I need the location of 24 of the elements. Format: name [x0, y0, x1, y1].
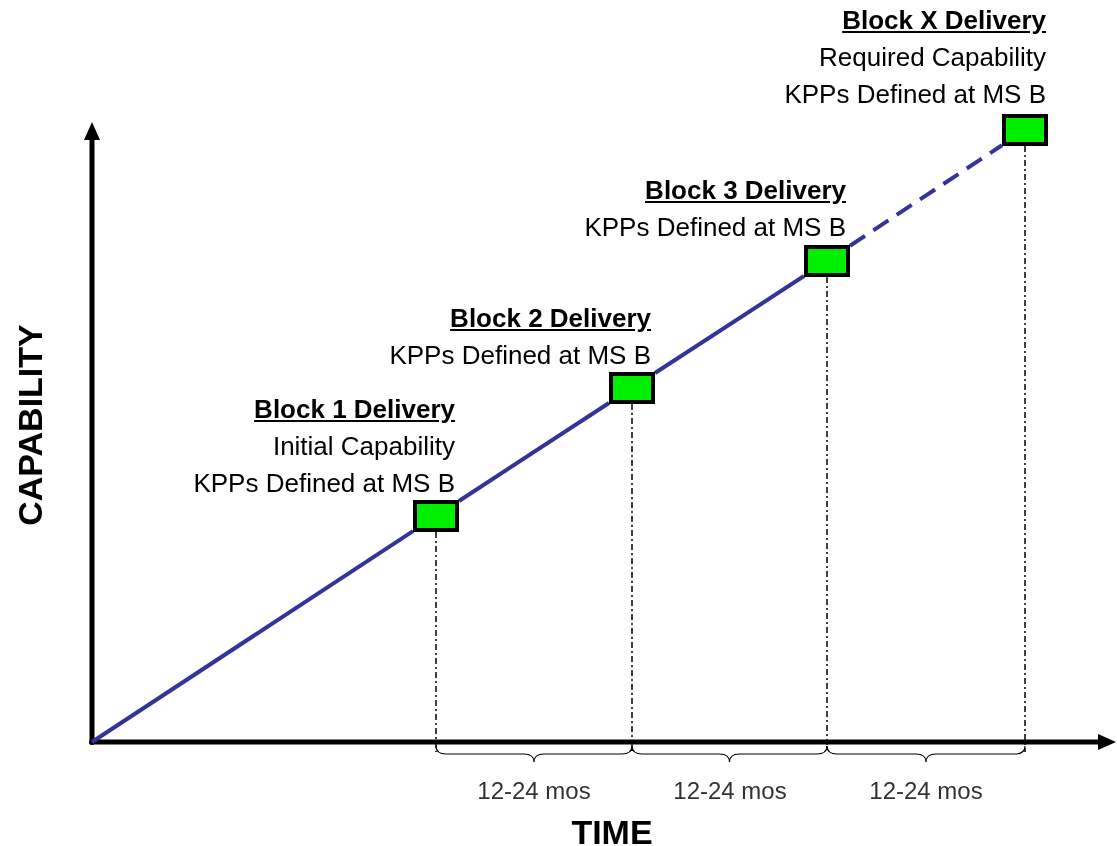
- interval-label: 12-24 mos: [477, 777, 591, 805]
- axis-title: CAPABILITY: [11, 324, 49, 526]
- interval-label: 12-24 mos: [869, 777, 983, 805]
- capability-line: [90, 529, 415, 744]
- milestone-note: Initial Capability: [272, 431, 455, 461]
- capability-line: [848, 143, 1004, 248]
- milestone-note: KPPs Defined at MS B: [584, 212, 846, 242]
- milestone-heading: Block 3 Delivery: [645, 175, 846, 205]
- axis-title: TIME: [571, 813, 653, 846]
- interval-label: 12-24 mos: [673, 777, 787, 805]
- milestone-heading: Block X Delivery: [842, 5, 1046, 35]
- milestone-heading: Block 1 Delivery: [254, 394, 455, 424]
- milestone-box: [804, 245, 850, 277]
- capability-line: [457, 401, 611, 503]
- milestone-note: KPPs Defined at MS B: [784, 79, 1046, 109]
- milestone-note: KPPs Defined at MS B: [389, 340, 651, 370]
- milestone-heading: Block 2 Delivery: [450, 303, 651, 333]
- milestone-note: Required Capability: [819, 42, 1046, 72]
- origin-point: [89, 739, 95, 745]
- milestone-note: KPPs Defined at MS B: [193, 468, 455, 498]
- milestone-box: [1002, 114, 1048, 146]
- milestone-box: [413, 500, 459, 532]
- milestone-box: [609, 372, 655, 404]
- capability-line: [653, 274, 806, 375]
